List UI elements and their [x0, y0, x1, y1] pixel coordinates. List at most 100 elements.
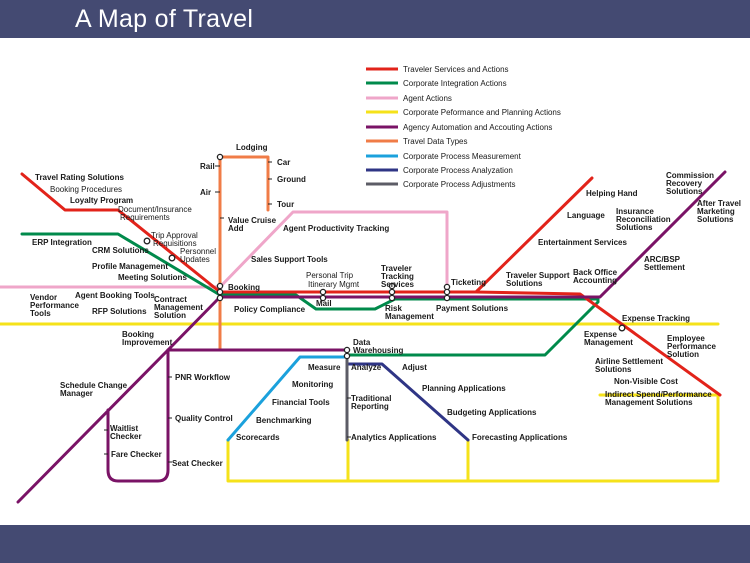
station-traditional-reporting-line2: Reporting: [351, 402, 389, 411]
station-arc-bsp-line2: Settlement: [644, 263, 685, 272]
station-contract-line3: Solution: [154, 311, 186, 320]
footer-bar: [0, 525, 750, 563]
station-helping-hand: Helping Hand: [586, 189, 638, 198]
station-benchmarking: Benchmarking: [256, 416, 312, 425]
station-airline-settlement-line2: Solutions: [595, 365, 632, 374]
line-corporate-process-analyzation: [345, 362, 470, 442]
station-travel-rating-solutions: Travel Rating Solutions: [35, 173, 124, 182]
station-erp-integration: ERP Integration: [32, 238, 92, 247]
station-after-travel-marketing-line2: Marketing: [697, 207, 735, 216]
station-ground: Ground: [277, 175, 306, 184]
station-language: Language: [567, 211, 605, 220]
station-employee-performance-line2: Performance: [667, 342, 716, 351]
station-forecasting-applications: Forecasting Applications: [472, 433, 568, 442]
station-schedule-change-line2: Manager: [60, 389, 93, 398]
station-marker-personnel: [168, 254, 176, 262]
station-vendor-performance-line2: Performance: [30, 301, 79, 310]
station-marker-data-warehousing-1: [343, 346, 351, 354]
legend-label-process-measurement: Corporate Process Measurement: [403, 152, 522, 161]
station-marker-ticketing-2: [443, 288, 451, 296]
station-value-cruise-line1: Value Cruise: [228, 216, 277, 225]
station-seat-checker: Seat Checker: [172, 459, 223, 468]
station-commission-recovery-line2: Recovery: [666, 179, 703, 188]
line-agency-automation: [16, 348, 347, 504]
station-adjust: Adjust: [402, 363, 427, 372]
station-lodging: Lodging: [236, 143, 268, 152]
legend-label-traveler-services: Traveler Services and Actions: [403, 65, 509, 74]
line-corporate-performance-planning-loop: [226, 393, 720, 483]
station-analyze: Analyze: [351, 363, 382, 372]
station-contract-line2: Management: [154, 303, 203, 312]
station-ticketing: Ticketing: [451, 278, 486, 287]
station-booking-improvement-line2: Improvement: [122, 338, 173, 347]
station-value-cruise-line2: Add: [228, 224, 244, 233]
station-marker-expense-tracking: [618, 324, 626, 332]
station-marker-tracking-2: [388, 288, 396, 296]
station-pnr-workflow: PNR Workflow: [175, 373, 231, 382]
station-employee-performance-line3: Solution: [667, 350, 699, 359]
station-loyalty-program: Loyalty Program: [70, 196, 133, 205]
line-corporate-integration: [20, 232, 600, 357]
station-marker-data-warehousing-2: [343, 352, 351, 360]
station-after-travel-marketing-line3: Solutions: [697, 215, 734, 224]
station-waitlist-checker-line2: Checker: [110, 432, 142, 441]
station-expense-management-line2: Management: [584, 338, 633, 347]
station-schedule-change-line1: Schedule Change: [60, 381, 128, 390]
station-marker-booking-3: [216, 294, 224, 302]
station-marker-mail-2: [319, 294, 327, 302]
station-personnel-line1: Personnel: [180, 247, 216, 256]
station-back-office-line2: Accounting: [573, 276, 617, 285]
station-agent-productivity-tracking: Agent Productivity Tracking: [283, 224, 389, 233]
station-indirect-spend-line2: Management Solutions: [605, 398, 693, 407]
legend-label-agency-automation: Agency Automation and Accouting Actions: [403, 123, 552, 132]
station-booking-procedures: Booking Procedures: [50, 185, 122, 194]
station-policy-compliance: Policy Compliance: [234, 305, 306, 314]
line-agency-automation-loop: [106, 348, 170, 483]
station-analytics-applications: Analytics Applications: [351, 433, 437, 442]
station-non-visible-cost: Non-Visible Cost: [614, 377, 678, 386]
station-measure: Measure: [308, 363, 341, 372]
station-tour: Tour: [277, 200, 294, 209]
station-traditional-reporting-line1: Traditional: [351, 394, 391, 403]
station-booking-improvement-line1: Booking: [122, 330, 154, 339]
station-quality-control: Quality Control: [175, 414, 233, 423]
interchange-markers: [143, 153, 626, 360]
header-bar: A Map of Travel: [0, 0, 750, 38]
station-budgeting-applications: Budgeting Applications: [447, 408, 537, 417]
station-expense-tracking: Expense Tracking: [622, 314, 690, 323]
station-risk-management-line2: Management: [385, 312, 434, 321]
legend-label-corporate-integration: Corporate Integration Actions: [403, 79, 507, 88]
station-personal-trip: Personal Trip: [306, 271, 354, 280]
station-rail: Rail: [200, 162, 215, 171]
station-indirect-spend-line1: Indirect Spend/Performance: [605, 390, 712, 399]
station-risk-management-line1: Risk: [385, 304, 402, 313]
station-marker-mail-1: [319, 288, 327, 296]
station-fare-checker: Fare Checker: [111, 450, 162, 459]
station-ticks: [104, 161, 351, 463]
station-trip-approval-line1: Trip Approval: [151, 231, 198, 240]
station-entertainment-services: Entertainment Services: [538, 238, 627, 247]
station-traveler-support-line1: Traveler Support: [506, 271, 570, 280]
station-sales-support-tools: Sales Support Tools: [251, 255, 328, 264]
station-monitoring: Monitoring: [292, 380, 333, 389]
station-scorecards: Scorecards: [236, 433, 280, 442]
station-labels: Travel Rating Solutions Booking Procedur…: [30, 143, 741, 468]
station-document-insurance-line1: Document/Insurance: [118, 205, 192, 214]
station-planning-applications: Planning Applications: [422, 384, 506, 393]
station-traveler-tracking-line1: Traveler: [381, 264, 412, 273]
line-travel-data-types-box: [218, 155, 270, 212]
station-traveler-tracking-line2: Tracking: [381, 272, 414, 281]
station-air: Air: [200, 188, 211, 197]
station-itinerary-mgmt: Itinerary Mgmt: [308, 280, 360, 289]
station-crm-solutions: CRM Solutions: [92, 246, 149, 255]
station-data-warehousing-line1: Data: [353, 338, 371, 347]
station-profile-management: Profile Management: [92, 262, 168, 271]
station-traveler-support-line2: Solutions: [506, 279, 543, 288]
station-data-warehousing-line2: Warehousing: [353, 346, 403, 355]
station-employee-performance-line1: Employee: [667, 334, 705, 343]
legend-label-corporate-performance: Corporate Peformance and Planning Action…: [403, 108, 561, 117]
legend-label-agent-actions: Agent Actions: [403, 94, 452, 103]
station-rfp-solutions: RFP Solutions: [92, 307, 147, 316]
station-marker-booking-1: [216, 282, 224, 290]
station-commission-recovery-line1: Commission: [666, 171, 714, 180]
